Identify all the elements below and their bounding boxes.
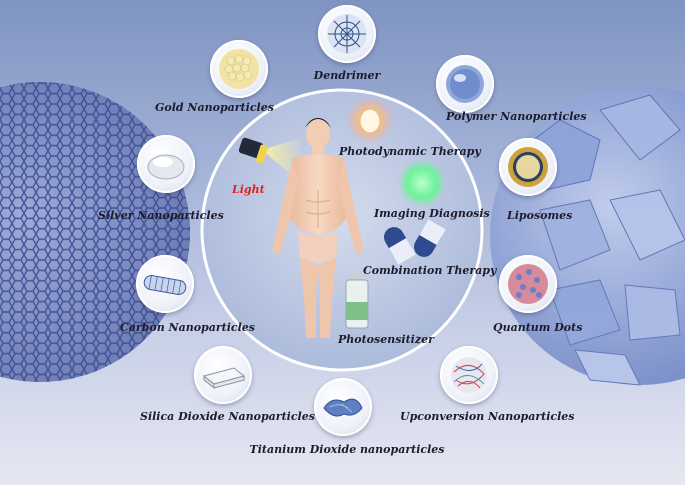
carbon-nanoparticles-image [136, 255, 194, 313]
quantum-dots-image [499, 255, 557, 313]
combination-therapy-label: Combination Therapy [363, 264, 497, 277]
photosensitizer-vial [345, 272, 369, 329]
photosensitizer-label: Photosensitizer [338, 333, 434, 346]
polymer-nanoparticles-label: Polymer Nanoparticles [446, 110, 587, 123]
quantum-dots-label: Quantum Dots [493, 321, 583, 334]
dendrimer-image [318, 5, 376, 63]
silica-dioxide-nanoparticles-image [194, 346, 252, 404]
gold-nanoparticles-image [210, 40, 268, 98]
human-body-illustration [272, 118, 364, 338]
light-label: Light [232, 183, 265, 196]
gold-nanoparticles-label: Gold Nanoparticles [155, 101, 274, 114]
pill-capsules-icon [384, 219, 446, 265]
imaging-diagnosis-label: Imaging Diagnosis [374, 207, 490, 220]
polymer-nanoparticles-image [436, 55, 494, 113]
silver-nanoparticles-image [137, 135, 195, 193]
dendrimer-label: Dendrimer [313, 69, 381, 82]
titanium-dioxide-nanoparticles-label: Titanium Dioxide nanoparticles [249, 443, 445, 456]
silver-nanoparticles-label: Silver Nanoparticles [98, 209, 224, 222]
titanium-dioxide-nanoparticles-image [314, 378, 372, 436]
upconversion-nanoparticles-label: Upconversion Nanoparticles [400, 410, 575, 423]
silica-dioxide-nanoparticles-label: Silica Dioxide Nanoparticles [140, 410, 315, 423]
imaging-glow [398, 159, 446, 207]
carbon-nanoparticles-label: Carbon Nanoparticles [120, 321, 255, 334]
upconversion-nanoparticles-image [440, 346, 498, 404]
liposomes-label: Liposomes [507, 209, 573, 222]
photodynamic-therapy-label: Photodynamic Therapy [339, 145, 481, 158]
liposomes-image [499, 138, 557, 196]
